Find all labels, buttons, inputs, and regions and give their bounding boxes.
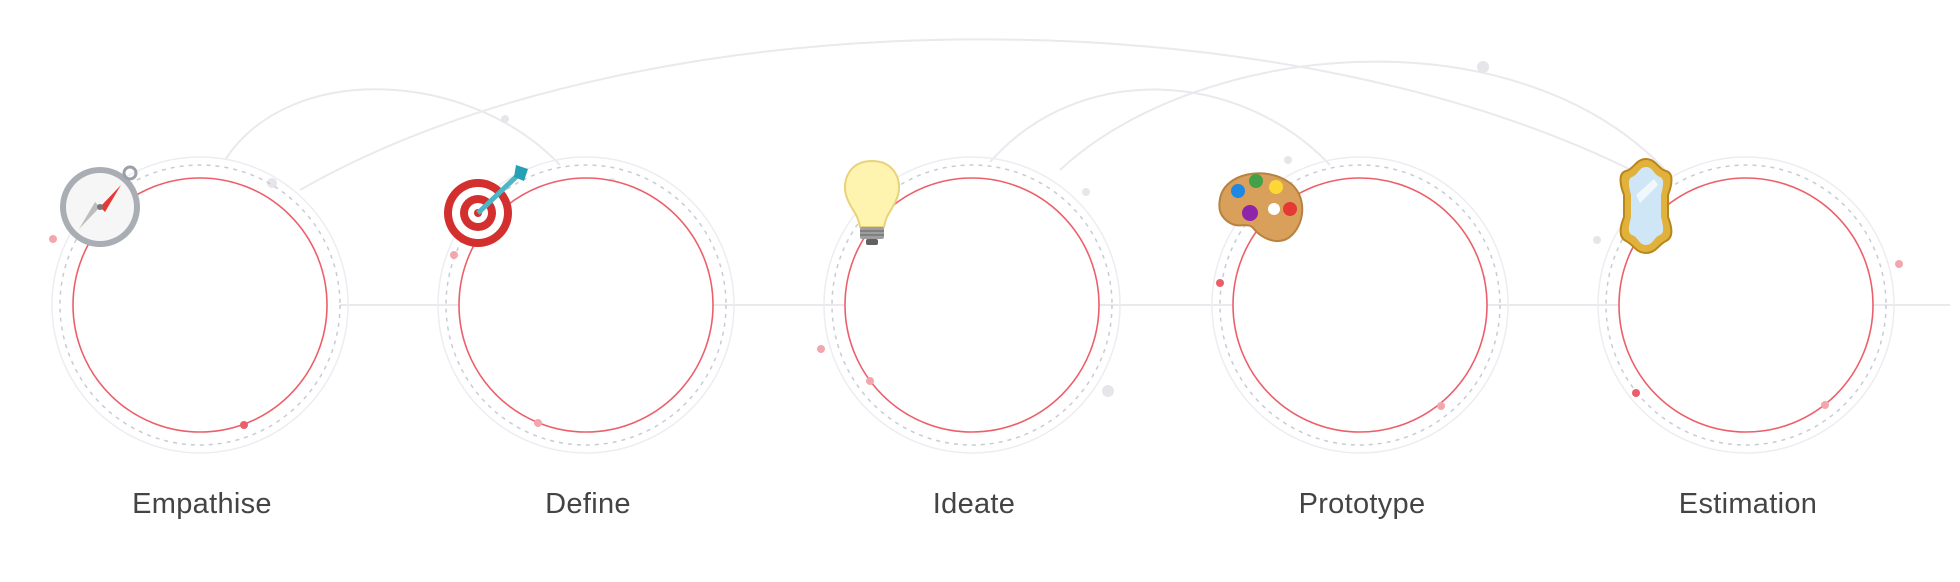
stage-label-define: Define — [545, 488, 631, 520]
stage-label-prototype: Prototype — [1298, 488, 1426, 520]
stage-label-empathise: Empathise — [132, 488, 272, 520]
stage-rings — [1597, 156, 1895, 454]
palette-icon — [1218, 172, 1304, 243]
stage-label-estimation: Estimation — [1678, 488, 1818, 520]
accent-dot — [817, 345, 825, 353]
mirror-icon — [1619, 157, 1673, 255]
accent-dot — [1895, 260, 1903, 268]
connector-arc — [989, 88, 1331, 166]
target-icon — [444, 165, 528, 247]
connector-dot — [1477, 61, 1489, 73]
stage-node-ideate — [822, 155, 1122, 455]
connector-arc — [224, 88, 561, 166]
stage-rings — [437, 156, 735, 454]
connector-dot — [1082, 188, 1090, 196]
connector-dot — [1102, 385, 1114, 397]
stage-rings — [823, 156, 1121, 454]
compass-icon — [60, 165, 140, 247]
stage-node-empathise — [50, 155, 350, 455]
connector-arc — [1059, 60, 1671, 176]
lightbulb-icon — [844, 159, 900, 245]
accent-dot — [49, 235, 57, 243]
stage-rings — [1211, 156, 1509, 454]
connector-dot — [267, 178, 277, 188]
stage-node-estimation — [1596, 155, 1896, 455]
connector-dot — [501, 115, 509, 123]
connector-dot — [1593, 236, 1601, 244]
stage-node-define — [436, 155, 736, 455]
connector-arc — [299, 38, 1661, 191]
stage-rings — [51, 156, 349, 454]
stage-node-prototype — [1210, 155, 1510, 455]
connector-dot — [1284, 156, 1292, 164]
stage-label-ideate: Ideate — [932, 488, 1016, 520]
